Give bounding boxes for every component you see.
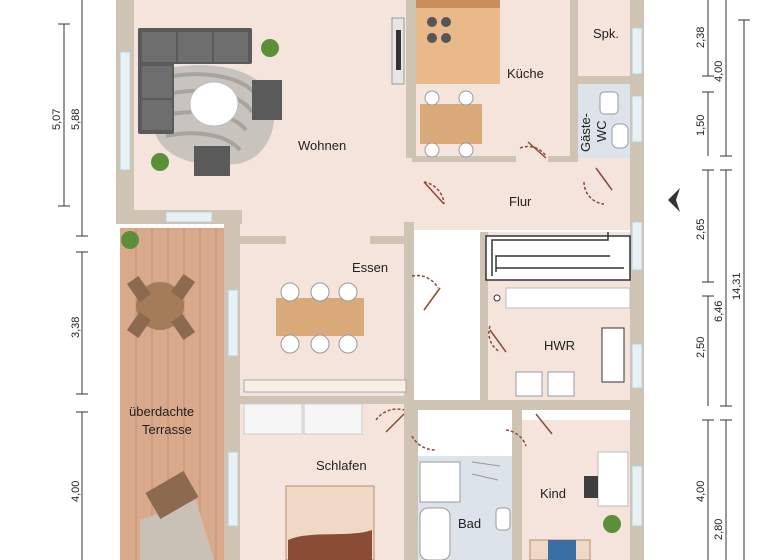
staircase [485, 232, 631, 281]
dim-left-507: 5,07 [51, 109, 63, 130]
floor-flur [412, 158, 638, 230]
kitchen-table [420, 90, 482, 158]
dim-left-338: 3,38 [70, 317, 82, 338]
kids-furniture [529, 451, 629, 560]
dim-right-250: 2,50 [695, 337, 707, 358]
room-label-wohnen: Wohnen [298, 138, 346, 153]
dim-right-400a: 4,00 [713, 61, 725, 82]
room-label-bad: Bad [458, 516, 481, 531]
dim-right-238: 2,38 [695, 27, 707, 48]
bedroom-furniture [243, 403, 375, 560]
dimension-lines-right [702, 0, 750, 560]
door-swings [375, 141, 613, 451]
north-arrow-icon [668, 188, 680, 212]
dim-left-588: 5,88 [70, 109, 82, 130]
dim-left-400: 4,00 [70, 481, 82, 502]
room-label-spk: Spk. [593, 26, 619, 41]
room-label-gaeste-wc-2: WC [594, 120, 609, 142]
room-label-gaeste-wc-1: Gäste- [578, 113, 593, 152]
sofa-group [138, 28, 282, 176]
dim-right-400b: 4,00 [695, 481, 707, 502]
windows [119, 27, 643, 527]
room-label-terrasse-2: Terrasse [142, 422, 192, 437]
room-label-kueche: Küche [507, 66, 544, 81]
room-label-hwr: HWR [544, 338, 575, 353]
dim-right-1431: 14,31 [731, 272, 743, 300]
dim-right-280: 2,80 [713, 519, 725, 540]
bath-fixtures [419, 461, 511, 560]
dining-table [243, 282, 407, 393]
hwr-appliances [493, 287, 631, 397]
plant-icon [121, 39, 621, 533]
room-label-kind: Kind [540, 486, 566, 501]
room-label-essen: Essen [352, 260, 388, 275]
terrace-table [126, 273, 214, 560]
dim-right-265: 2,65 [695, 219, 707, 240]
room-label-terrasse-1: überdachte [129, 404, 194, 419]
room-label-schlafen: Schlafen [316, 458, 367, 473]
dim-right-646: 6,46 [713, 301, 725, 322]
kitchen-counter [391, 0, 500, 85]
room-label-flur: Flur [509, 194, 532, 209]
wc-fixtures [599, 91, 629, 149]
dim-right-150: 1,50 [695, 115, 707, 136]
dimension-lines-left [58, 0, 88, 560]
floor-spk [578, 0, 630, 76]
